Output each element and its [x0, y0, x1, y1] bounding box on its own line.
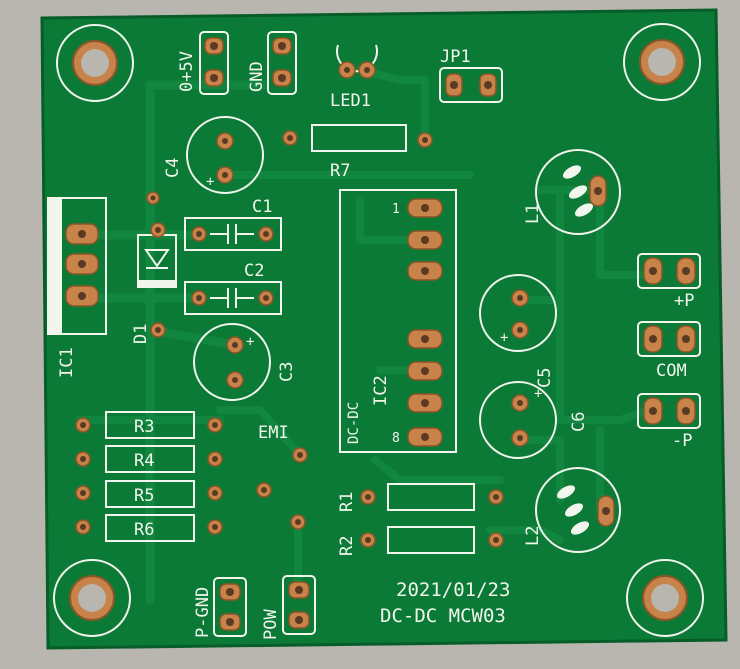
label-minus-p: -P — [672, 431, 692, 451]
label-r1: R1 — [337, 492, 357, 512]
label-jp1: JP1 — [440, 47, 471, 67]
solder-pads — [65, 37, 696, 631]
label-c5-plus: + — [500, 330, 508, 346]
label-date: 2021/01/23 — [396, 579, 510, 601]
label-emi: EMI — [258, 423, 289, 443]
label-r4: R4 — [134, 451, 154, 471]
label-dc-dc: DC-DC — [346, 402, 362, 444]
label-c6: C6 — [569, 412, 589, 432]
label-c4: C4 — [163, 158, 183, 178]
label-gnd: GND — [247, 61, 267, 92]
silkscreen-outlines — [47, 31, 701, 637]
label-r3: R3 — [134, 417, 154, 437]
mounting-holes — [53, 23, 704, 637]
label-c1: C1 — [252, 197, 272, 217]
silkscreen-labels: 0+5V GND LED1 JP1 C4 + R7 C1 C2 L1 +P CO… — [57, 47, 694, 640]
label-ic1: IC1 — [57, 347, 77, 378]
label-pow: POW — [261, 609, 281, 640]
copper-traces — [75, 66, 654, 605]
label-r5: R5 — [134, 486, 154, 506]
label-com: COM — [656, 361, 687, 381]
label-title: DC-DC MCW03 — [380, 605, 506, 627]
capacitor-symbols — [210, 224, 254, 308]
label-c4-plus: + — [206, 174, 214, 190]
label-r6: R6 — [134, 520, 154, 540]
label-c2: C2 — [244, 261, 264, 281]
label-0-5v: 0+5V — [177, 51, 197, 92]
label-led1: LED1 — [330, 91, 371, 111]
label-l2: L2 — [523, 526, 543, 546]
label-l1: L1 — [523, 204, 543, 224]
label-r2: R2 — [337, 536, 357, 556]
label-ic2-pin8: 8 — [392, 431, 400, 446]
label-ic2: IC2 — [371, 375, 391, 406]
label-c3: C3 — [277, 362, 297, 382]
label-p-gnd: P-GND — [193, 587, 213, 638]
label-plus-p: +P — [674, 291, 694, 311]
label-r7: R7 — [330, 161, 350, 181]
label-ic2-pin1: 1 — [392, 202, 400, 217]
label-c5: C5 — [535, 368, 555, 388]
label-c6-plus: + — [534, 386, 542, 402]
label-c3-plus: + — [246, 334, 254, 350]
label-d1: D1 — [131, 324, 151, 344]
